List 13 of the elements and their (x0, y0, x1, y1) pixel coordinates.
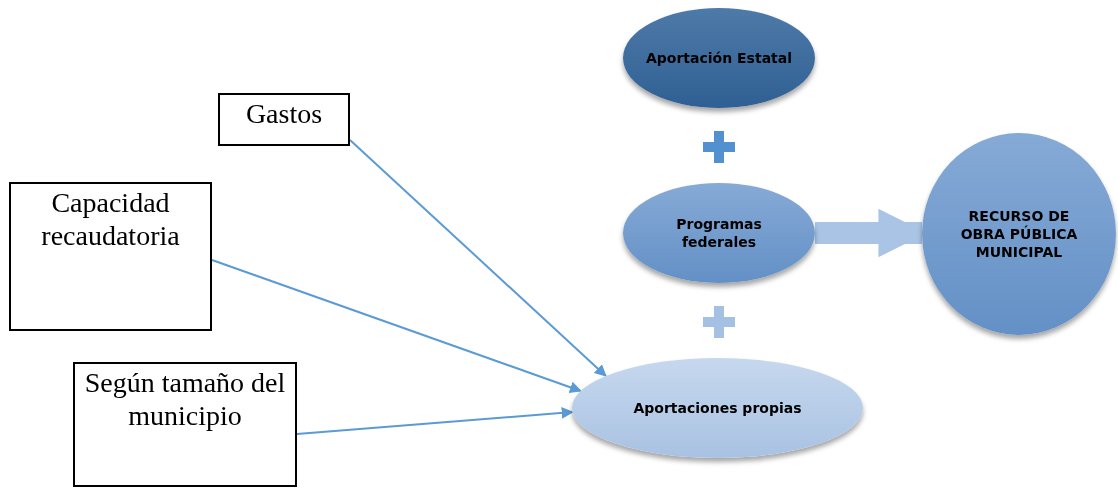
node-label: Gastos (245, 97, 323, 131)
node-label: Según tamaño del municipio (83, 366, 287, 433)
arrow (211, 259, 582, 393)
node-label: Aportación Estatal (645, 48, 793, 68)
arrow (349, 139, 607, 377)
text-box (218, 93, 350, 146)
node-label: Capacidad recaudatoria (40, 186, 181, 253)
node-label: Aportaciones propias (633, 398, 802, 418)
node-label: Programas federales (675, 214, 763, 252)
node-label: RECURSO DE OBRA PÚBLICA MUNICIPAL (959, 206, 1079, 262)
text-box (73, 362, 297, 487)
text-box (9, 182, 212, 331)
arrow (296, 406, 574, 435)
